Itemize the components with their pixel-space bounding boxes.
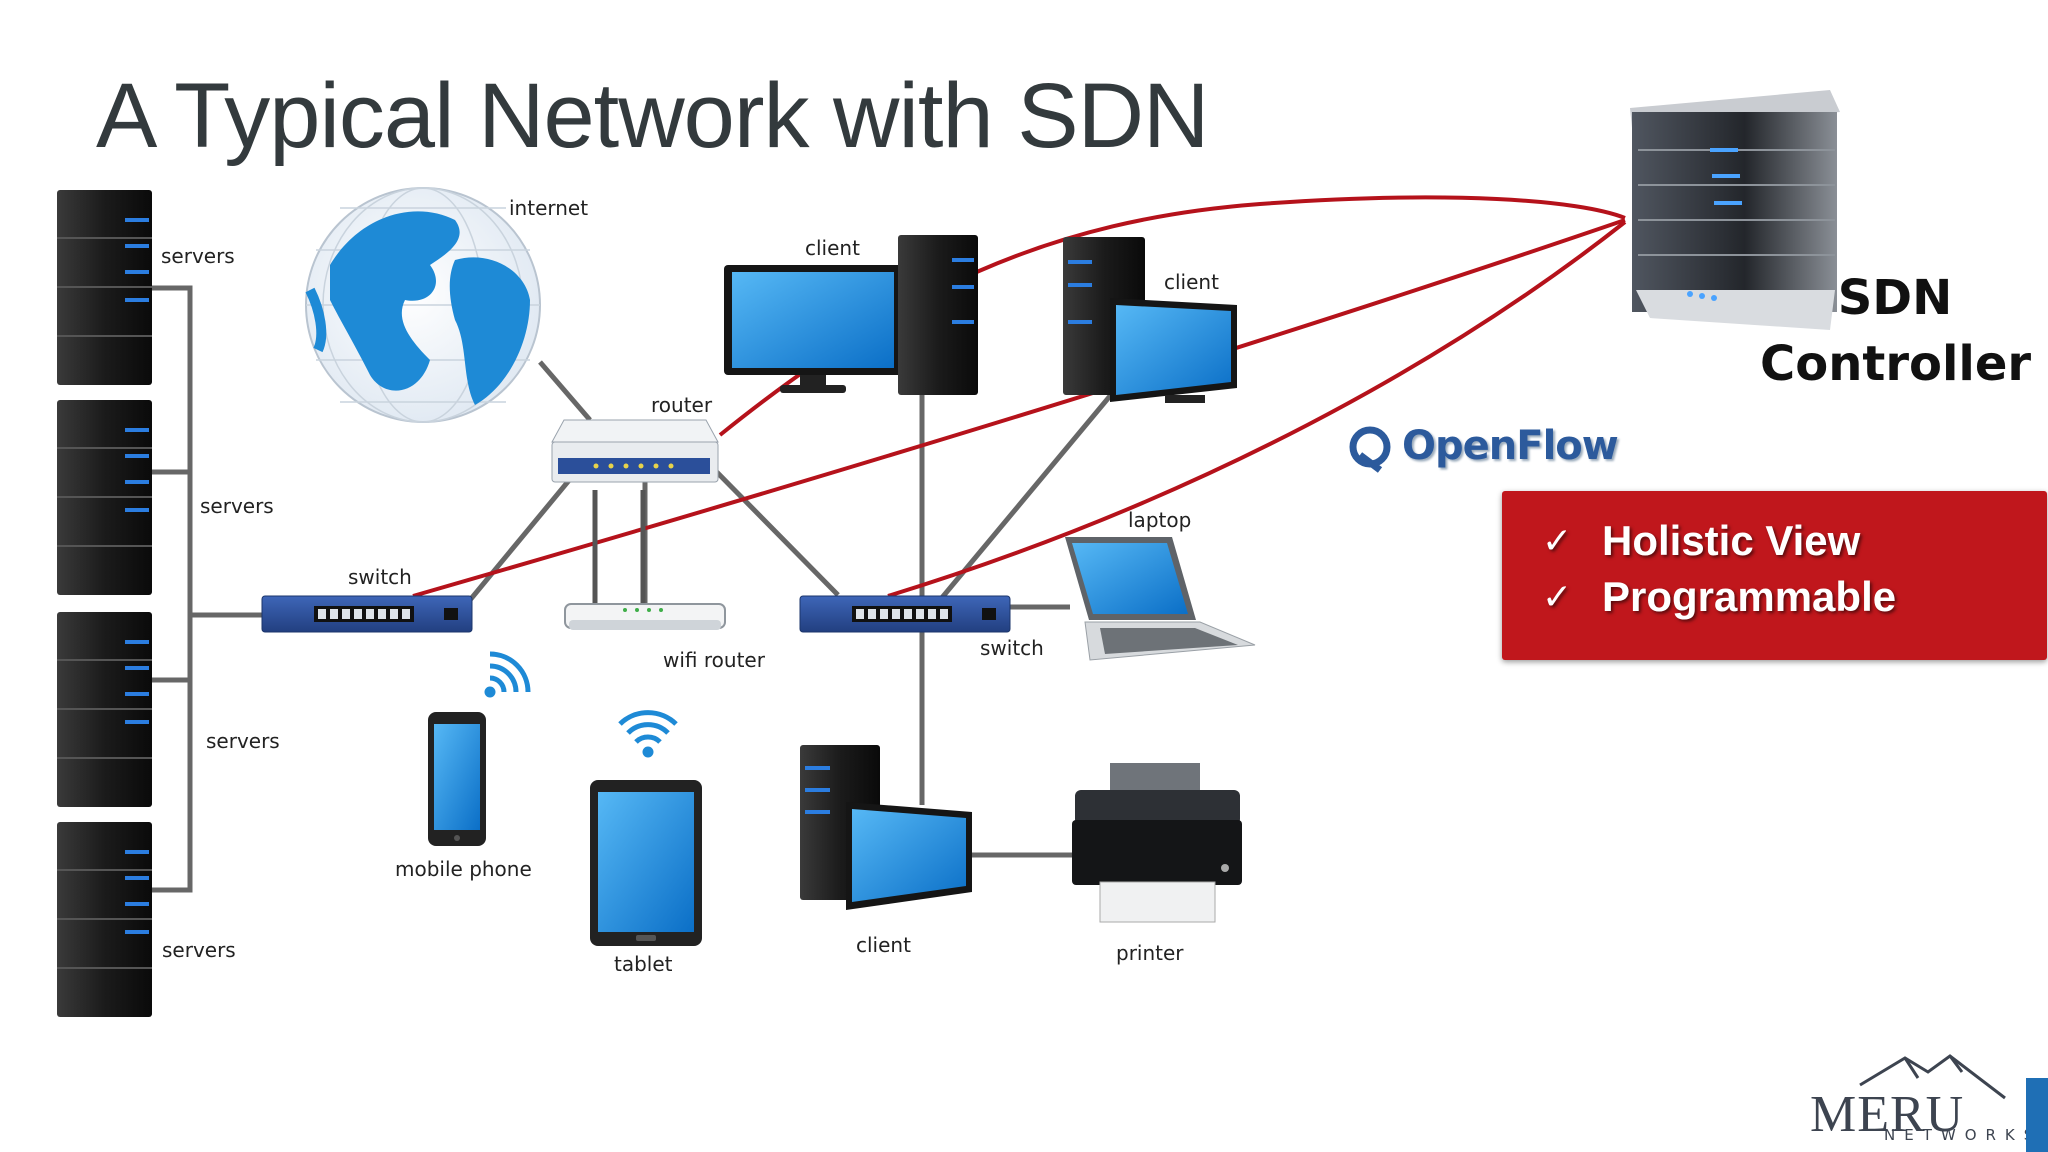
label-switch-left: switch bbox=[348, 565, 412, 589]
benefit-item: ✓ Programmable bbox=[1542, 569, 2047, 625]
benefit-item: ✓ Holistic View bbox=[1542, 513, 2047, 569]
internet-globe-icon bbox=[305, 187, 541, 423]
client-bottom-icon bbox=[800, 745, 972, 910]
mobile-phone-icon bbox=[428, 712, 486, 846]
openflow-logo-icon bbox=[1349, 426, 1391, 473]
label-laptop: laptop bbox=[1128, 508, 1192, 532]
label-router: router bbox=[651, 393, 713, 417]
sdn-controller-line1: SDN bbox=[1837, 270, 1953, 326]
sdn-controller-line2: Controller bbox=[1760, 336, 2032, 392]
label-wifi-router: wifi router bbox=[663, 648, 765, 672]
benefit-label: Holistic View bbox=[1602, 517, 1861, 564]
wifi-signal-icon bbox=[484, 651, 531, 698]
label-servers-3: servers bbox=[206, 729, 280, 753]
meru-logo: MERU NETWORKS bbox=[1808, 1052, 2033, 1152]
client-right-icon bbox=[1063, 237, 1237, 403]
server-rack-3 bbox=[57, 612, 152, 807]
router-icon bbox=[551, 419, 719, 483]
openflow-text: OpenFlow bbox=[1402, 423, 1619, 469]
check-icon: ✓ bbox=[1542, 520, 1573, 562]
server-rack-1 bbox=[57, 190, 152, 385]
server-rack-2 bbox=[57, 400, 152, 595]
label-printer: printer bbox=[1116, 941, 1184, 965]
printer-icon bbox=[1072, 763, 1242, 923]
wifi-router-icon bbox=[564, 490, 726, 630]
label-tablet: tablet bbox=[614, 952, 673, 976]
label-mobile-phone: mobile phone bbox=[395, 857, 532, 881]
label-servers-4: servers bbox=[162, 938, 236, 962]
sdn-controller-server-icon bbox=[1630, 90, 1840, 330]
label-servers-2: servers bbox=[200, 494, 274, 518]
switch-left-icon bbox=[261, 595, 473, 633]
laptop-icon bbox=[1065, 537, 1256, 661]
label-servers-1: servers bbox=[161, 244, 235, 268]
meru-logo-sub: NETWORKS bbox=[1884, 1126, 2043, 1144]
slide-title: A Typical Network with SDN bbox=[96, 65, 1209, 167]
openflow-logo: OpenFlow bbox=[1350, 418, 1619, 474]
tablet-icon bbox=[590, 780, 702, 946]
label-internet: internet bbox=[509, 196, 589, 220]
benefit-label: Programmable bbox=[1602, 573, 1897, 620]
meru-logo-mountain-icon bbox=[1859, 1054, 2006, 1100]
label-client-right: client bbox=[1164, 270, 1219, 294]
meru-logo-word: MERU bbox=[1810, 1086, 1965, 1143]
client-top-icon bbox=[724, 235, 978, 395]
label-switch-right: switch bbox=[980, 636, 1044, 660]
edge-accent-bar bbox=[2026, 1078, 2048, 1152]
sdn-controller-label: SDN Controller bbox=[1760, 265, 2032, 397]
label-client-bottom: client bbox=[856, 933, 911, 957]
check-icon: ✓ bbox=[1542, 576, 1573, 618]
wifi-signal-icon bbox=[618, 710, 678, 758]
switch-right-icon bbox=[799, 595, 1011, 633]
label-client-top: client bbox=[805, 236, 860, 260]
server-rack-4 bbox=[57, 822, 152, 1017]
benefits-box: ✓ Holistic View ✓ Programmable bbox=[1502, 491, 2047, 660]
